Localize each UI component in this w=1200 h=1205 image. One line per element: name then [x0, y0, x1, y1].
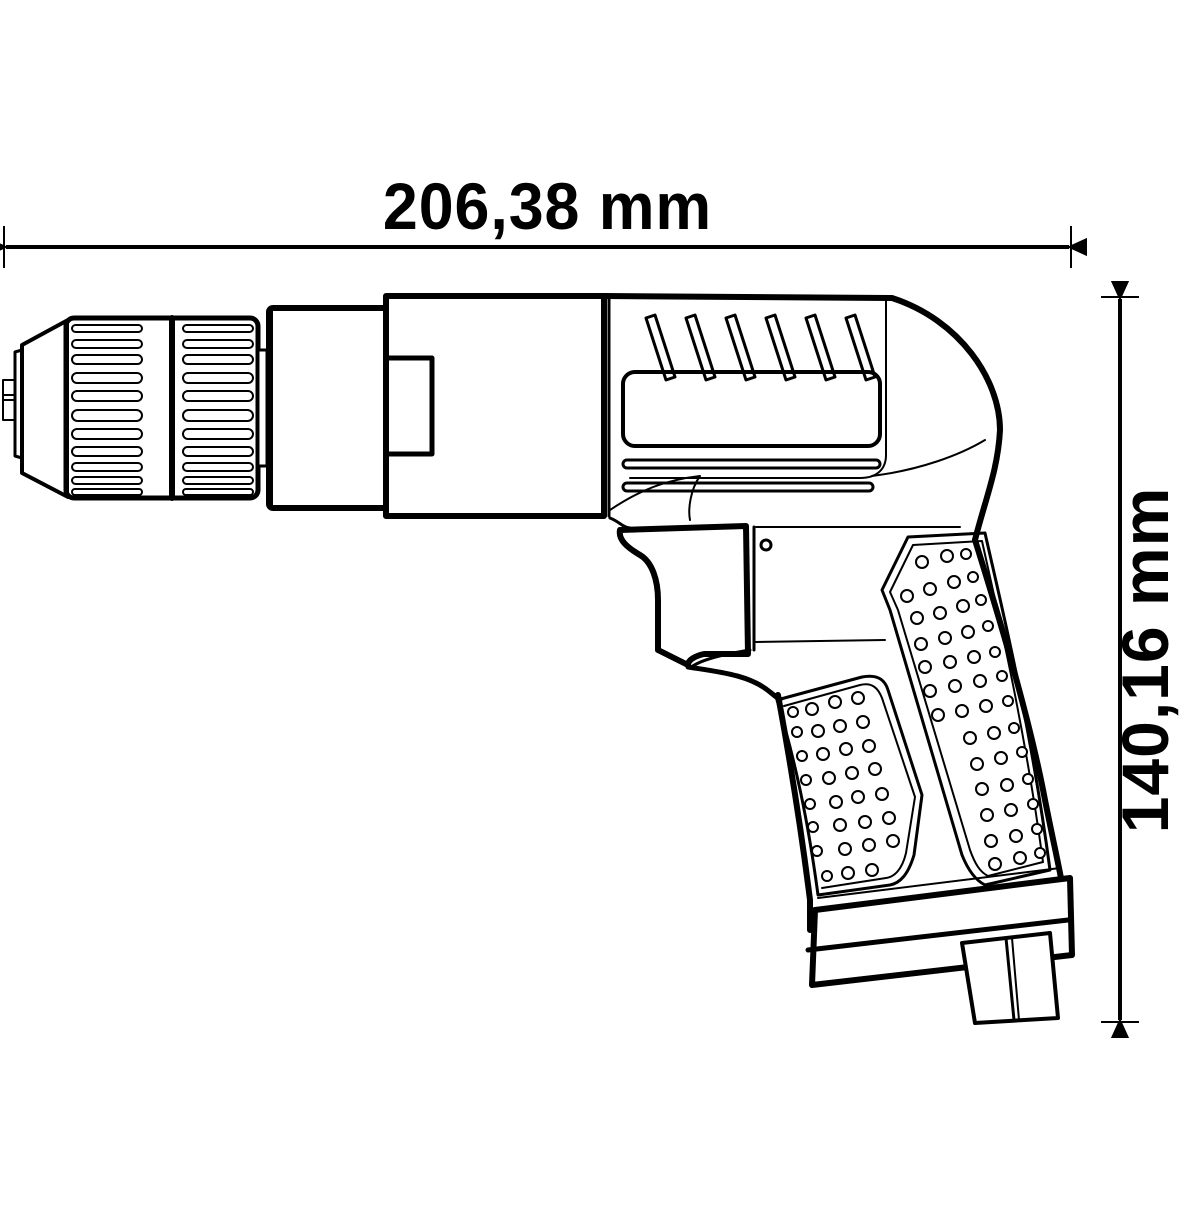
width-dimension-label: 206,38 mm [382, 169, 713, 243]
vent-slots [644, 313, 877, 382]
motor-housing-front [383, 293, 607, 519]
chuck-tip [2, 348, 24, 460]
grip-texture-dots [787, 548, 1046, 882]
trigger [616, 523, 751, 668]
width-dimension-line [4, 226, 1071, 268]
height-dimension-label: 140,16 mm [1108, 486, 1182, 834]
motor-housing-rear [601, 293, 1003, 543]
trim-line-2 [621, 481, 875, 493]
label-panel [621, 370, 882, 448]
grip-insert-rear [880, 531, 1052, 887]
housing-slot [383, 355, 435, 457]
trigger-pin [759, 538, 773, 552]
chuck-grip-ribs [71, 324, 254, 496]
chuck-nose [20, 318, 70, 499]
height-dimension-line [1101, 297, 1139, 1022]
grip-insert-front [775, 674, 924, 897]
gear-housing [266, 305, 392, 511]
trim-line-1 [621, 458, 882, 470]
